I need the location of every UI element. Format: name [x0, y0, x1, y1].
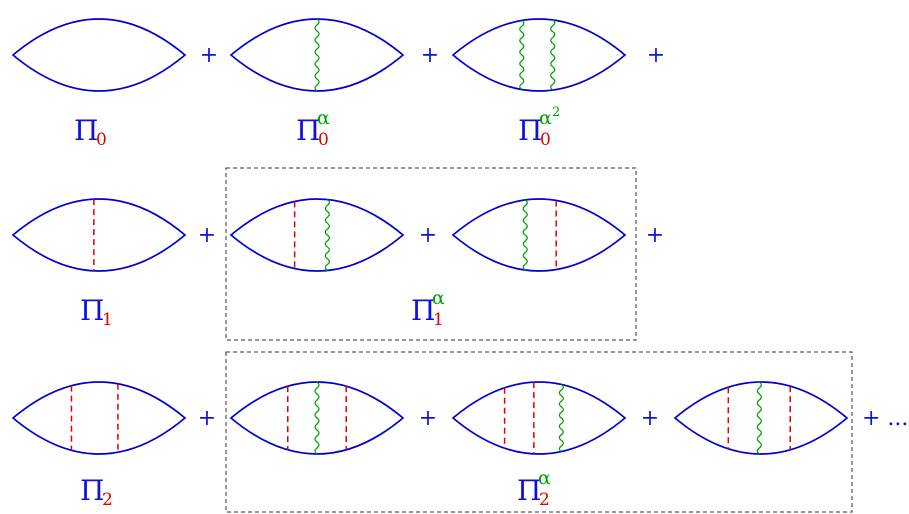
pi-superscript: α: [317, 107, 330, 129]
pi-label-2: Π2: [80, 474, 113, 510]
pi-symbol: Π: [411, 294, 435, 327]
bubble-two-interactions: [11, 381, 187, 455]
pi-superscript: α: [539, 107, 552, 129]
plus-sign: +: [200, 43, 218, 68]
grouping-boxes: [225, 167, 853, 513]
plus-sign: +: [421, 43, 439, 68]
plus-sign: +: [419, 223, 437, 248]
bubble-two-photon: [451, 18, 627, 92]
pi-subscript: 2: [539, 490, 550, 510]
fermion-loop: [451, 198, 627, 272]
plus-sign: +: [198, 223, 216, 248]
pi-label-0-alpha: Π0α: [296, 107, 330, 150]
pi-label-1: Π1: [80, 294, 113, 330]
photon-line: [756, 381, 762, 455]
pi-symbol: Π: [517, 474, 541, 507]
photon-line: [314, 18, 320, 92]
pi-symbol: Π: [74, 114, 98, 147]
plus-sign: +: [646, 223, 664, 248]
pi-label-1-alpha: Π1α: [411, 287, 445, 330]
pi-superscript-power: 2: [552, 105, 560, 120]
pi-subscript: 1: [102, 310, 113, 330]
plus-sign: +: [647, 43, 665, 68]
pi-subscript: 0: [96, 130, 107, 150]
fermion-loop: [229, 18, 405, 92]
pi-label-0: Π0: [74, 114, 107, 150]
pi-subscript: 0: [318, 130, 329, 150]
fermion-loop: [11, 198, 187, 272]
ellipsis-continuation: + ...: [862, 406, 908, 431]
bubble-photon-after: [451, 381, 627, 455]
bubble-photon-then-interaction: [451, 198, 627, 272]
bubble-interaction-then-photon: [229, 198, 405, 272]
pi-superscript: α: [432, 287, 445, 309]
fermion-loop: [229, 381, 405, 455]
group-box-order-2: [225, 351, 853, 513]
pi-symbol: Π: [518, 114, 542, 147]
photon-line: [522, 199, 528, 271]
photon-line: [314, 381, 320, 455]
fermion-loop: [11, 381, 187, 455]
fermion-loop: [451, 381, 627, 455]
plus-sign: +: [641, 406, 659, 431]
pi-superscript: α: [538, 467, 551, 489]
pi-label-2-alpha: Π2α: [517, 467, 551, 510]
bubble-photon-middle: [673, 381, 849, 455]
pi-subscript: 1: [433, 310, 444, 330]
fermion-loop: [229, 198, 405, 272]
bubble-bare-bubble: [11, 18, 187, 92]
fermion-loop: [11, 18, 187, 92]
plus-sign: +: [198, 406, 216, 431]
bubble-diagrams: [11, 18, 849, 455]
bubble-one-interaction: [11, 198, 187, 272]
pi-symbol: Π: [296, 114, 320, 147]
pi-symbol: Π: [80, 474, 104, 507]
pi-symbol: Π: [80, 294, 104, 327]
pi-subscript: 0: [540, 130, 551, 150]
group-box-order-1: [225, 167, 637, 341]
pi-subscript: 2: [102, 490, 113, 510]
photon-line: [324, 199, 330, 271]
bubble-photon-between: [229, 381, 405, 455]
photon-line: [519, 19, 525, 91]
bubble-one-photon: [229, 18, 405, 92]
fermion-loop: [451, 18, 627, 92]
photon-line: [558, 383, 564, 453]
plus-sign: +: [419, 406, 437, 431]
photon-line: [550, 19, 556, 91]
